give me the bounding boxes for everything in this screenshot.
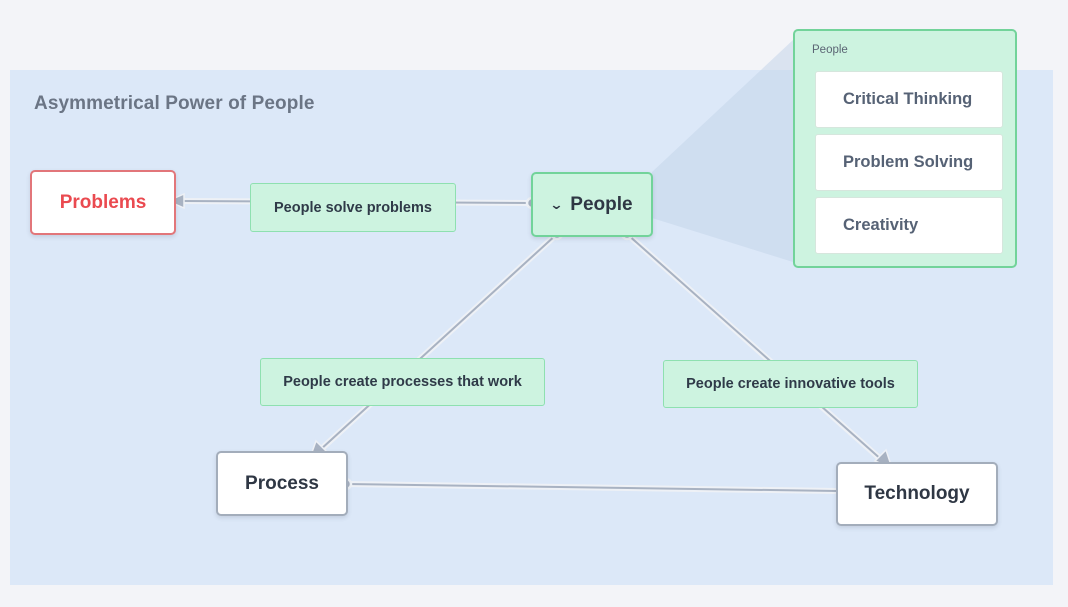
- group-title: Asymmetrical Power of People: [34, 93, 315, 114]
- node-people-label: People: [570, 193, 633, 215]
- edge-label-text: People create processes that work: [283, 374, 522, 390]
- node-technology-label: Technology: [864, 483, 970, 504]
- popout-item-problem-solving[interactable]: Problem Solving: [815, 134, 1003, 191]
- popout-item-critical-thinking[interactable]: Critical Thinking: [815, 71, 1003, 128]
- node-process-label: Process: [245, 472, 319, 494]
- popout-item-label: Creativity: [843, 216, 919, 234]
- node-people[interactable]: ⌄ People: [531, 172, 653, 237]
- node-problems-label: Problems: [59, 191, 147, 213]
- popout-focus-cone: [652, 40, 793, 262]
- node-technology[interactable]: Technology: [836, 462, 998, 526]
- edge-label-text: People create innovative tools: [686, 376, 895, 392]
- chevron-down-icon[interactable]: ⌄: [549, 196, 564, 212]
- node-process[interactable]: Process: [216, 451, 348, 516]
- node-problems[interactable]: Problems: [30, 170, 176, 235]
- popout-item-label: Problem Solving: [843, 153, 974, 171]
- edge-label-innovative-tools[interactable]: People create innovative tools: [663, 360, 918, 408]
- edge-label-create-processes[interactable]: People create processes that work: [260, 358, 545, 406]
- edge-people-process[interactable]: [319, 233, 558, 451]
- edge-process-technology[interactable]: [345, 483, 838, 492]
- popout-item-creativity[interactable]: Creativity: [815, 197, 1003, 254]
- people-detail-popout[interactable]: People Critical Thinking Problem Solving…: [793, 29, 1017, 268]
- arrowhead-problems: [166, 192, 185, 210]
- popout-title: People: [812, 44, 848, 56]
- edge-people-technology[interactable]: [626, 233, 884, 462]
- edge-label-text: People solve problems: [274, 199, 432, 216]
- popout-item-label: Critical Thinking: [843, 90, 973, 108]
- edge-label-solve-problems[interactable]: People solve problems: [250, 183, 456, 232]
